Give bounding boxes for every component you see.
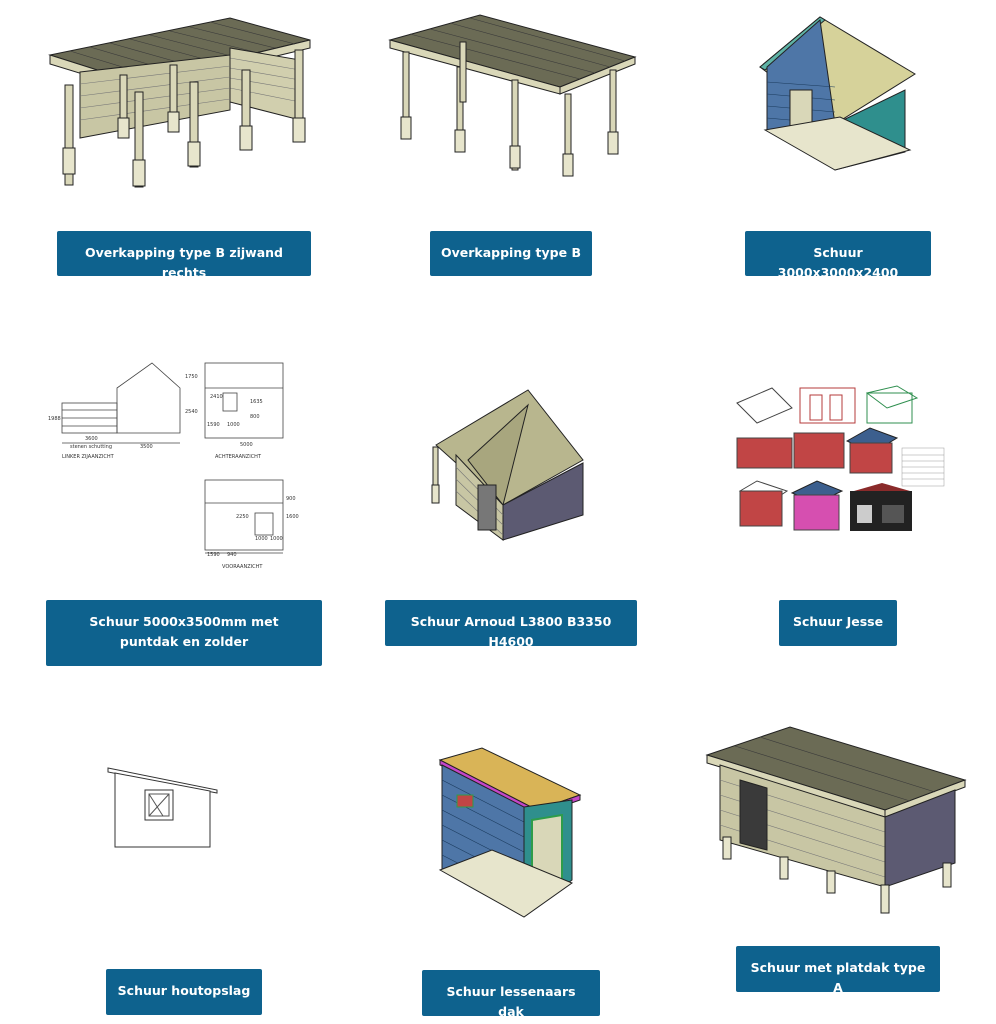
- shed-with-porch-icon[interactable]: [428, 385, 593, 545]
- flat-roof-shed-icon[interactable]: [705, 725, 967, 920]
- card-8-label: Schuur lessenaars dak: [446, 984, 576, 1019]
- card-6-button[interactable]: Schuur Jesse: [779, 600, 897, 646]
- dim-2410: 2410: [210, 394, 223, 400]
- card-overkapping-b-zijwand[interactable]: [40, 10, 330, 200]
- card-1-label: Overkapping type B zijwand rechts: [85, 245, 283, 280]
- dim-1988: 1988: [48, 416, 61, 422]
- dim-2250: 2250: [236, 514, 249, 520]
- achter-label: ACHTERAANZICHT: [215, 454, 262, 460]
- dim-900: 900: [286, 496, 296, 502]
- card-3-label: Schuur 3000x3000x2400: [777, 245, 899, 280]
- card-schuur-arnoud[interactable]: [428, 385, 593, 545]
- card-9-button[interactable]: Schuur met platdak type A: [736, 946, 940, 995]
- linker-label: LINKER ZIJAANZICHT: [62, 454, 115, 460]
- open-carport-icon[interactable]: [385, 12, 640, 182]
- card-schuur-platdak[interactable]: [705, 725, 967, 920]
- card-schuur-jesse[interactable]: [732, 383, 947, 543]
- carport-with-right-wall-icon[interactable]: [40, 10, 330, 200]
- card-7-label: Schuur houtopslag: [117, 983, 251, 998]
- card-5-button[interactable]: Schuur Arnoud L3800 B3350 H4600: [385, 600, 637, 649]
- dim-3500: 3500: [140, 444, 153, 450]
- dim-5000: 5000: [240, 442, 253, 448]
- card-3-button[interactable]: Schuur 3000x3000x2400: [745, 231, 931, 280]
- card-schuur-5000[interactable]: 1750 2540 1988 3600 stenen schutting 350…: [40, 358, 305, 573]
- card-4-label: Schuur 5000x3500mm met puntdak en zolder: [89, 614, 279, 649]
- dim-1590: 1590: [207, 422, 220, 428]
- card-4-button[interactable]: Schuur 5000x3500mm met puntdak en zolder: [46, 600, 322, 666]
- gable-shed-icon[interactable]: [755, 12, 920, 177]
- card-schuur-houtopslag[interactable]: [105, 765, 225, 855]
- card-8-button[interactable]: Schuur lessenaars dak: [422, 970, 600, 1019]
- card-schuur-lessenaars[interactable]: [432, 745, 582, 923]
- dim-1590b: 1590: [207, 552, 220, 558]
- dim-2540: 2540: [185, 409, 198, 415]
- voor-label: VOORAANZICHT: [222, 564, 263, 570]
- dim-1000b: 1000: [255, 536, 268, 542]
- dim-1000: 1000: [227, 422, 240, 428]
- dim-1635: 1635: [250, 399, 263, 405]
- dim-1750: 1750: [185, 374, 198, 380]
- card-schuur-3000[interactable]: [755, 12, 920, 177]
- dim-940: 940: [227, 552, 237, 558]
- card-5-label: Schuur Arnoud L3800 B3350 H4600: [410, 614, 612, 649]
- shed-construction-steps-icon[interactable]: [732, 383, 947, 543]
- card-9-label: Schuur met platdak type A: [750, 960, 926, 995]
- card-6-label: Schuur Jesse: [792, 614, 884, 629]
- dim-800: 800: [250, 414, 260, 420]
- dim-3600: 3600: [85, 436, 98, 442]
- technical-elevation-icon[interactable]: 1750 2540 1988 3600 stenen schutting 350…: [40, 358, 305, 573]
- stenen-label: stenen schutting: [70, 444, 112, 450]
- dim-1600: 1600: [286, 514, 299, 520]
- mono-pitch-shed-icon[interactable]: [432, 745, 582, 923]
- card-1-button[interactable]: Overkapping type B zijwand rechts: [57, 231, 311, 280]
- card-7-button[interactable]: Schuur houtopslag: [106, 969, 262, 1015]
- card-overkapping-b[interactable]: [385, 12, 640, 182]
- card-2-label: Overkapping type B: [441, 245, 581, 260]
- dim-1000c: 1000: [270, 536, 283, 542]
- lean-to-elevation-icon[interactable]: [105, 765, 225, 855]
- card-2-button[interactable]: Overkapping type B: [430, 231, 592, 276]
